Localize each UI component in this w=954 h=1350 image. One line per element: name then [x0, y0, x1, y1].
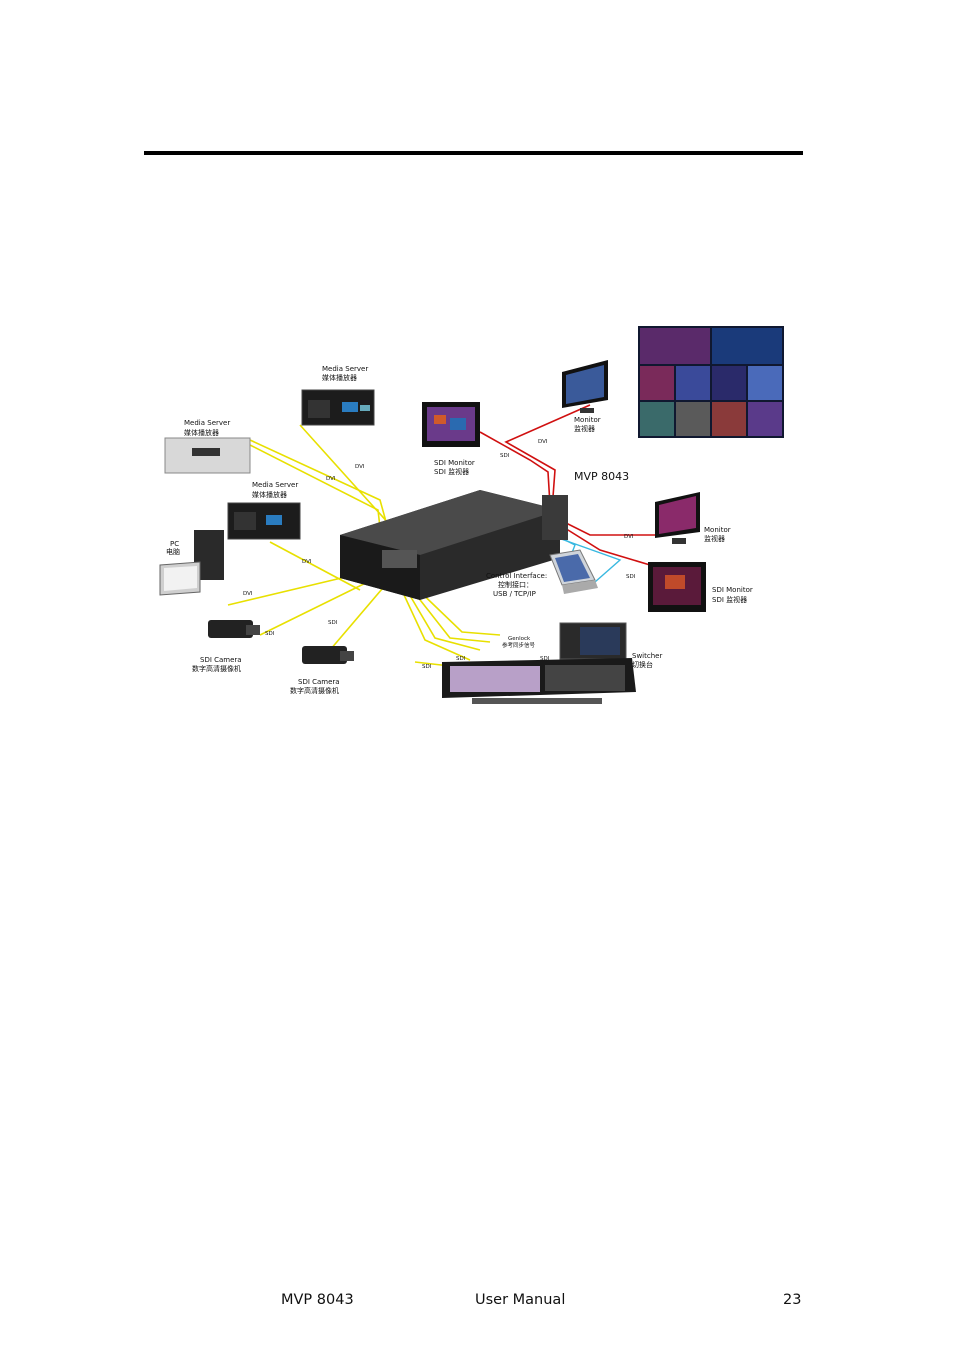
- sdi-monitor-top-label-cn: SDI 监视器: [434, 467, 469, 476]
- switcher-label-cn: 切换台: [632, 660, 653, 669]
- cable-label-sdi-3: SDI: [422, 664, 432, 670]
- media-server-mid-label-cn: 媒体播放器: [252, 490, 287, 499]
- control-interface-label: Control Interface:: [486, 572, 547, 580]
- sdi-monitor-top-device: [422, 402, 480, 447]
- sdi-monitor-right-label-cn: SDI 监视器: [712, 595, 747, 604]
- cable-label-sdi-2: SDI: [328, 620, 338, 626]
- pc-device: [159, 530, 224, 596]
- footer-doc-type: User Manual: [475, 1292, 566, 1308]
- media-server-mid-label: Media Server: [252, 481, 298, 489]
- sdi-camera-2-label: SDI Camera: [298, 678, 340, 686]
- pc-label: PC: [170, 540, 179, 548]
- cable-label-dvi-3: DVI: [302, 559, 312, 565]
- sdi-camera-1-device: [208, 620, 260, 638]
- monitor-top-label-cn: 监视器: [574, 424, 595, 433]
- connection-diagram: MVP 8043 Media Server 媒体播放器 Media Server…: [159, 326, 784, 704]
- sdi-monitor-top-label: SDI Monitor: [434, 459, 475, 467]
- sdi-monitor-right-label: SDI Monitor: [712, 586, 753, 594]
- control-interface-label-cn: 控制接口：: [498, 580, 533, 589]
- cable-label-dvi-out-right: DVI: [624, 534, 634, 540]
- switcher-label: Switcher: [632, 652, 662, 660]
- cable-label-dvi-2: DVI: [326, 476, 336, 482]
- sdi-camera-2-label-cn: 数字高清摄像机: [290, 686, 339, 695]
- cable-label-sdi-out-top: SDI: [500, 453, 510, 459]
- footer-page-number: 23: [783, 1292, 802, 1308]
- monitor-right-label-cn: 监视器: [704, 534, 725, 543]
- cable-label-sdi-5: SDI: [540, 656, 550, 662]
- media-server-left-label: Media Server: [184, 419, 230, 427]
- media-server-top-label-cn: 媒体播放器: [322, 373, 357, 382]
- monitor-right-label: Monitor: [704, 526, 731, 534]
- footer-product: MVP 8043: [281, 1292, 354, 1308]
- header-rule: [144, 151, 803, 155]
- media-server-left-label-cn: 媒体播放器: [184, 428, 219, 437]
- sdi-monitor-right-device: [648, 562, 706, 612]
- monitor-right-device: [655, 492, 700, 544]
- cable-label-sdi-4: SDI: [456, 656, 466, 662]
- media-server-left-device: [164, 437, 251, 474]
- media-server-mid-device: [227, 502, 301, 540]
- cable-label-dvi-1: DVI: [355, 464, 365, 470]
- media-server-top-device: [301, 389, 375, 426]
- sdi-camera-2-device: [302, 646, 354, 664]
- sdi-camera-1-label-cn: 数字高清摄像机: [192, 664, 241, 673]
- output-cables: [479, 404, 655, 566]
- cable-label-sdi-1: SDI: [265, 631, 275, 637]
- genlock-label-cn: 参考同步信号: [502, 641, 536, 649]
- mvp-8043-device: [340, 490, 568, 600]
- monitor-top-device: [562, 360, 608, 413]
- control-interface-ports: USB / TCP/IP: [493, 590, 536, 598]
- sdi-camera-1-label: SDI Camera: [200, 656, 242, 664]
- monitor-top-label: Monitor: [574, 416, 601, 424]
- media-server-top-label: Media Server: [322, 365, 368, 373]
- genlock-label: Genlock: [508, 636, 531, 642]
- switcher-device: [442, 622, 636, 704]
- cable-label-dvi-out-top: DVI: [538, 439, 548, 445]
- video-wall-photo: [638, 326, 784, 438]
- input-cables: [227, 424, 521, 673]
- cable-label-sdi-out-right: SDI: [626, 574, 636, 580]
- cable-label-dvi-4: DVI: [243, 591, 253, 597]
- main-device-label: MVP 8043: [574, 470, 629, 483]
- pc-label-cn: 电脑: [166, 547, 180, 556]
- laptop-device: [549, 549, 598, 594]
